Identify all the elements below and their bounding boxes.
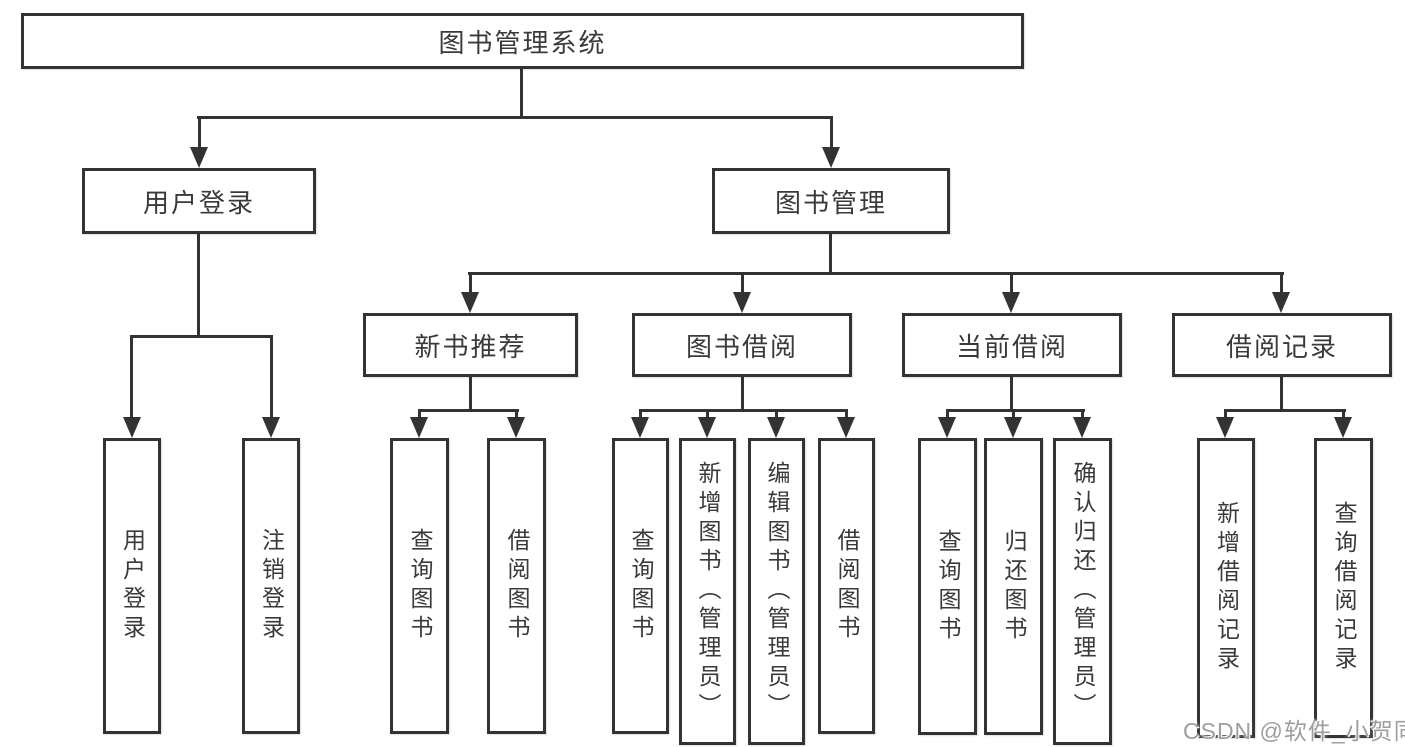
connector-line xyxy=(130,335,133,419)
arrow-down-icon xyxy=(190,147,208,168)
arrow-down-icon xyxy=(410,417,428,438)
connector-line xyxy=(197,116,833,119)
arrow-down-icon xyxy=(698,417,716,438)
leaf-query-books: 查询图书 xyxy=(612,438,669,734)
leaf-add-books-admin: 新增图书（管理员） xyxy=(679,438,736,745)
connector-line xyxy=(946,409,1085,412)
connector-line xyxy=(1010,377,1013,412)
connector-line xyxy=(198,116,201,149)
node-book-borrowing: 图书借阅 xyxy=(632,313,852,377)
arrow-down-icon xyxy=(837,417,855,438)
connector-line xyxy=(1280,272,1283,294)
leaf-query-books: 查询图书 xyxy=(918,438,977,735)
connector-line xyxy=(520,69,523,117)
leaf-user-login: 用户登录 xyxy=(103,438,161,734)
leaf-logout: 注销登录 xyxy=(242,438,300,734)
connector-line xyxy=(130,335,273,338)
arrow-down-icon xyxy=(1216,417,1234,438)
connector-line xyxy=(775,409,778,419)
leaf-edit-books-admin: 编辑图书（管理员） xyxy=(748,438,805,745)
connector-line xyxy=(418,409,421,419)
arrow-down-icon xyxy=(1004,417,1022,438)
connector-line xyxy=(1224,409,1227,419)
leaf-return-books: 归还图书 xyxy=(984,438,1043,735)
connector-line xyxy=(1010,272,1013,294)
connector-line xyxy=(639,409,642,419)
connector-line xyxy=(1342,409,1345,419)
arrow-down-icon xyxy=(507,417,525,438)
leaf-query-books: 查询图书 xyxy=(390,438,449,734)
arrow-down-icon xyxy=(767,417,785,438)
connector-line xyxy=(469,272,472,294)
connector-line xyxy=(515,409,518,419)
connector-line xyxy=(741,377,744,412)
arrow-down-icon xyxy=(262,417,280,438)
leaf-confirm-return-admin: 确认归还（管理员） xyxy=(1053,438,1112,745)
connector-line xyxy=(830,116,833,149)
connector-line xyxy=(270,335,273,419)
leaf-borrow-books: 借阅图书 xyxy=(487,438,546,734)
node-current-borrowing: 当前借阅 xyxy=(902,313,1122,377)
arrow-down-icon xyxy=(123,417,141,438)
leaf-add-borrow-record: 新增借阅记录 xyxy=(1197,438,1255,738)
node-book-management: 图书管理 xyxy=(712,168,950,234)
arrow-down-icon xyxy=(822,147,840,168)
connector-line xyxy=(845,409,848,419)
connector-line xyxy=(741,272,744,294)
node-user-login: 用户登录 xyxy=(82,168,316,234)
arrow-down-icon xyxy=(1002,292,1020,313)
arrow-down-icon xyxy=(1334,417,1352,438)
csdn-watermark: CSDN @软件_小贺同学 xyxy=(1183,718,1405,744)
connector-line xyxy=(1012,409,1015,419)
arrow-down-icon xyxy=(461,292,479,313)
arrow-down-icon xyxy=(1272,292,1290,313)
arrow-down-icon xyxy=(631,417,649,438)
connector-line xyxy=(829,234,832,275)
node-library-system: 图书管理系统 xyxy=(21,13,1024,69)
arrow-down-icon xyxy=(733,292,751,313)
connector-line xyxy=(468,272,1284,275)
arrow-down-icon xyxy=(1073,417,1091,438)
connector-line xyxy=(1224,409,1346,412)
connector-line xyxy=(197,234,200,338)
connector-line xyxy=(639,409,848,412)
arrow-down-icon xyxy=(938,417,956,438)
connector-line xyxy=(946,409,949,419)
connector-line xyxy=(469,377,472,412)
connector-line xyxy=(1280,377,1283,412)
connector-line xyxy=(1081,409,1084,419)
connector-line xyxy=(418,409,519,412)
connector-line xyxy=(706,409,709,419)
node-new-book-recommendation: 新书推荐 xyxy=(363,313,578,377)
leaf-borrow-books: 借阅图书 xyxy=(818,438,875,734)
leaf-query-borrow-record: 查询借阅记录 xyxy=(1314,438,1373,738)
node-borrowing-records: 借阅记录 xyxy=(1172,313,1392,377)
